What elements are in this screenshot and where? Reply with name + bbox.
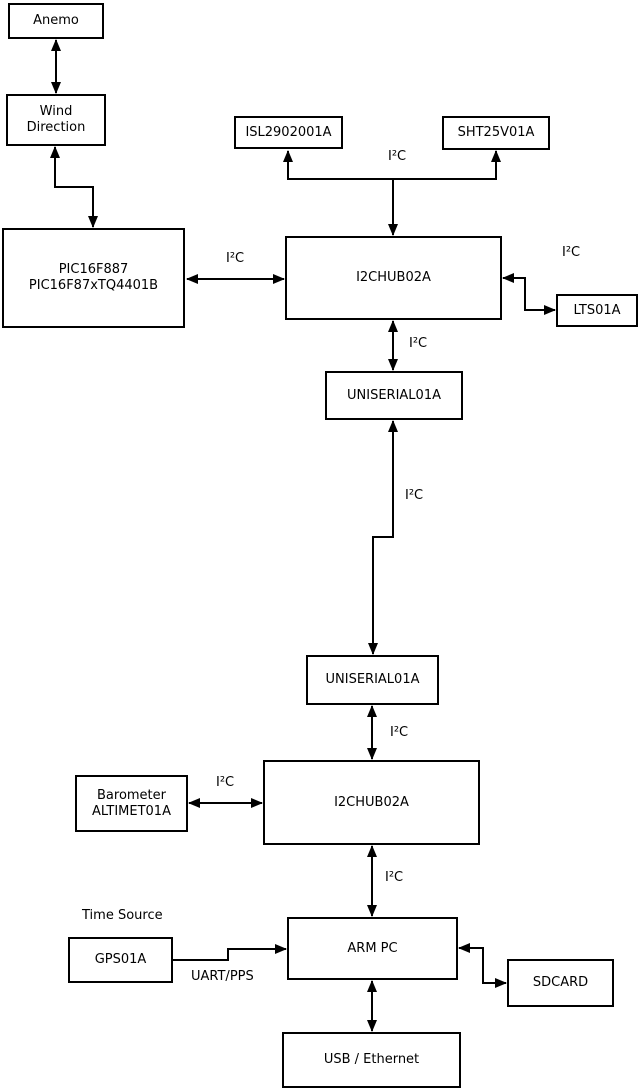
node-pic16f887-label-line1: PIC16F887 bbox=[58, 262, 129, 277]
node-arm-pc-label: ARM PC bbox=[347, 940, 398, 956]
node-arm-pc: ARM PC bbox=[287, 917, 458, 980]
edge-hub1-lts bbox=[502, 273, 556, 315]
edge-armpc-sdcard bbox=[458, 943, 507, 988]
node-i2chub02a-top-label: I2CHUB02A bbox=[356, 270, 431, 285]
edge-uniserial1-uniserial2 bbox=[368, 420, 398, 655]
label-i2c-hub-lts: I²C bbox=[562, 245, 581, 260]
label-i2c-barometer-hub2: I²C bbox=[216, 775, 235, 790]
node-i2chub02a-bottom: I2CHUB02A bbox=[263, 760, 480, 845]
node-wind-direction-label: Wind Direction bbox=[26, 104, 86, 135]
node-i2chub02a-bottom-label: I2CHUB02A bbox=[334, 794, 409, 810]
node-uniserial01a-upper-label: UNISERIAL01A bbox=[347, 387, 441, 403]
node-isl2902001a-label: ISL2902001A bbox=[245, 124, 332, 140]
node-anemo-label: Anemo bbox=[33, 13, 79, 28]
edge-winddirection-pic bbox=[50, 146, 98, 228]
node-barometer-altimet01a: Barometer ALTIMET01A bbox=[75, 775, 188, 832]
node-barometer-label-line1: Barometer bbox=[97, 787, 166, 803]
node-uniserial01a-upper: UNISERIAL01A bbox=[325, 371, 463, 420]
node-anemo: Anemo bbox=[8, 3, 104, 39]
edge-gps-armpc bbox=[173, 944, 287, 961]
node-gps01a: GPS01A bbox=[68, 937, 173, 983]
label-uart-pps: UART/PPS bbox=[191, 969, 254, 984]
node-lts01a-label: LTS01A bbox=[573, 302, 621, 318]
node-wind-direction: Wind Direction bbox=[6, 94, 106, 146]
label-i2c-bus-top: I²C bbox=[388, 149, 407, 164]
node-uniserial01a-lower-label: UNISERIAL01A bbox=[325, 672, 420, 687]
node-isl2902001a: ISL2902001A bbox=[234, 116, 343, 149]
node-sht25v01a-label: SHT25V01A bbox=[457, 125, 535, 140]
node-uniserial01a-lower: UNISERIAL01A bbox=[306, 655, 439, 705]
node-usb-ethernet: USB / Ethernet bbox=[282, 1032, 461, 1088]
node-sdcard-label: SDCARD bbox=[532, 975, 589, 990]
node-sdcard: SDCARD bbox=[507, 959, 614, 1007]
label-i2c-hub1-uniserial1: I²C bbox=[409, 336, 428, 351]
label-i2c-uniserial2-hub2: I²C bbox=[390, 725, 409, 740]
node-barometer-label-line2: ALTIMET01A bbox=[92, 803, 171, 819]
node-usb-ethernet-label: USB / Ethernet bbox=[323, 1052, 420, 1067]
label-i2c-hub2-armpc: I²C bbox=[385, 870, 404, 885]
node-pic16f887-label-line2: PIC16F87xTQ4401B bbox=[28, 278, 159, 293]
node-pic16f887: PIC16F887 PIC16F87xTQ4401B bbox=[2, 228, 185, 328]
label-i2c-pic-hub: I²C bbox=[226, 251, 245, 266]
node-sht25v01a: SHT25V01A bbox=[442, 116, 550, 150]
label-time-source: Time Source bbox=[82, 908, 163, 923]
node-lts01a: LTS01A bbox=[556, 294, 638, 327]
node-gps01a-label: GPS01A bbox=[94, 952, 147, 967]
label-i2c-uniserial-long: I²C bbox=[405, 488, 424, 503]
node-i2chub02a-top: I2CHUB02A bbox=[285, 236, 502, 320]
